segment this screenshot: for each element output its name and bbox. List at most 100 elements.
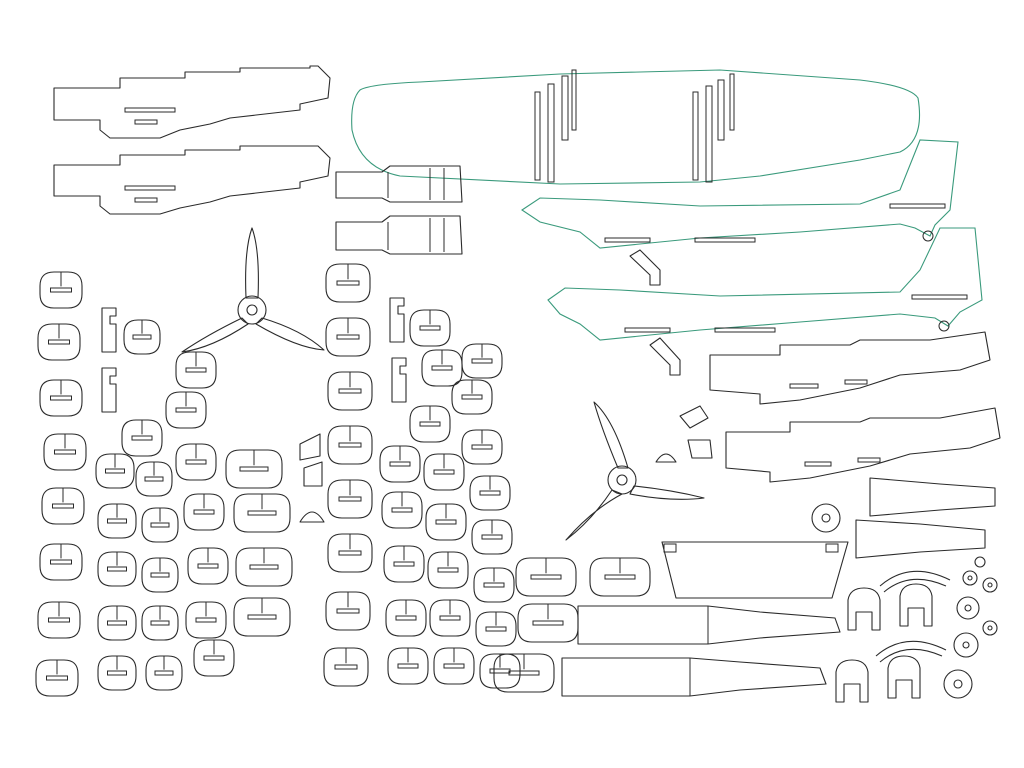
wing-panel <box>351 69 921 185</box>
rib-slot <box>508 670 540 676</box>
rib <box>175 351 217 389</box>
rib <box>187 547 229 585</box>
rib-slot <box>431 365 453 371</box>
rib <box>327 479 373 519</box>
rib <box>165 391 207 429</box>
propeller-2 <box>565 401 705 541</box>
rib <box>121 419 163 457</box>
bracket-small-1 <box>679 405 709 429</box>
rib-slot <box>479 490 501 496</box>
rib <box>327 425 373 465</box>
rib-slot <box>193 509 215 515</box>
rib <box>39 543 83 581</box>
rib-slot <box>107 518 127 524</box>
rib <box>589 557 651 597</box>
wheel-large-1 <box>811 503 841 533</box>
rib-slot <box>154 670 174 676</box>
rib <box>517 603 579 643</box>
rib <box>461 343 503 379</box>
rib <box>423 453 465 491</box>
rib-slot <box>439 615 461 621</box>
rib-slot <box>150 620 170 626</box>
rib <box>425 503 467 541</box>
rib <box>493 653 555 693</box>
wheel-small-2 <box>982 577 998 593</box>
rib-slot <box>131 435 153 441</box>
gear-fork-2 <box>899 583 933 627</box>
wheel-small-1 <box>962 570 978 586</box>
rib-slot <box>175 407 197 413</box>
rib-slot <box>437 567 459 573</box>
rib <box>327 371 373 411</box>
wheel-small-3 <box>982 620 998 636</box>
rib <box>515 557 577 597</box>
rib <box>141 507 179 543</box>
rib-slot <box>185 367 207 373</box>
rib <box>135 461 173 497</box>
rib-slot <box>389 461 411 467</box>
rib-slot <box>485 626 507 632</box>
rib-slot <box>336 334 360 340</box>
ribs-group <box>35 263 651 697</box>
rib-slot <box>471 444 493 450</box>
rib <box>479 653 521 689</box>
rib-slot <box>419 325 441 331</box>
rib-slot <box>107 566 127 572</box>
rib-slot <box>461 394 483 400</box>
rib <box>39 379 83 417</box>
rib-slot <box>483 582 505 588</box>
rib-slot <box>336 608 360 614</box>
rib <box>323 647 369 687</box>
rib <box>141 557 179 593</box>
stringer-strip-right-1 <box>709 331 991 405</box>
rib <box>123 319 161 355</box>
rib-slot <box>391 507 413 513</box>
rib <box>175 443 217 481</box>
rib <box>97 503 137 539</box>
rib <box>469 475 511 511</box>
rib-slot <box>443 663 465 669</box>
rib-slot <box>52 503 74 509</box>
rib-slot <box>247 614 277 620</box>
bracket-small-6 <box>299 511 325 523</box>
wheel-medium-2 <box>953 632 979 658</box>
rib <box>97 655 137 691</box>
rib-slot <box>185 459 207 465</box>
rib <box>427 551 469 589</box>
rib <box>383 545 425 583</box>
rib <box>327 533 373 573</box>
rib-slot <box>105 468 125 474</box>
rib-slot <box>46 675 68 681</box>
rib-slot <box>144 476 164 482</box>
rib <box>43 433 87 471</box>
rib <box>433 647 475 685</box>
rib-slot <box>132 334 152 340</box>
lower-strip-1 <box>577 605 841 645</box>
rib-slot <box>50 287 72 293</box>
rib-slot <box>239 466 269 472</box>
rib <box>325 317 371 357</box>
wheel-small-4 <box>974 556 986 568</box>
rib <box>409 309 451 347</box>
rib <box>225 449 283 489</box>
rib-slot <box>48 339 70 345</box>
wheel-medium-1 <box>956 596 980 620</box>
rib-slot <box>50 395 72 401</box>
rib <box>451 379 493 415</box>
rib <box>325 263 371 303</box>
gear-fork-3 <box>835 659 869 703</box>
rib-slot <box>197 563 219 569</box>
rib-slot <box>48 617 70 623</box>
rib-slot <box>393 561 415 567</box>
rib <box>37 323 81 361</box>
rib-slot <box>334 664 358 670</box>
rib <box>141 605 179 641</box>
rib <box>233 597 291 637</box>
fuselage-side-upper <box>521 139 959 286</box>
rib-slot <box>54 449 76 455</box>
e-tab <box>101 367 117 413</box>
rib <box>471 519 513 555</box>
rib <box>325 591 371 631</box>
rib <box>37 601 81 639</box>
bracket-small-4 <box>299 433 321 461</box>
